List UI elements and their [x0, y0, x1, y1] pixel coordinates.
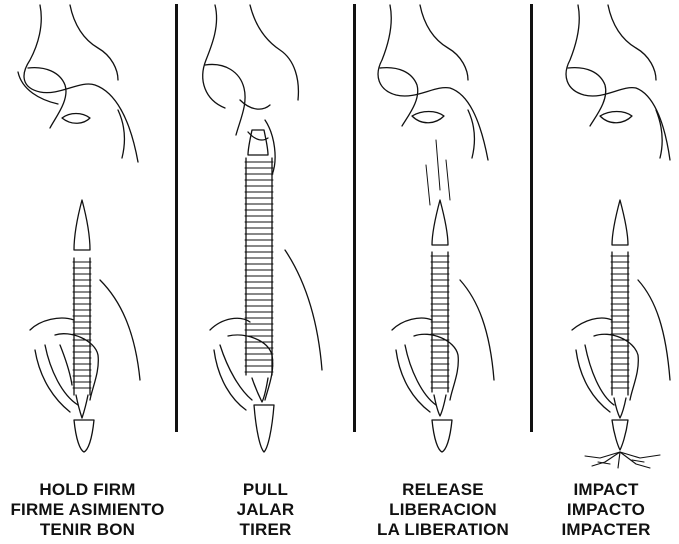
label-line-en: IMPACT — [573, 480, 639, 499]
panel-pull — [202, 4, 323, 453]
step-label-release: RELEASE LIBERACION LA LIBERATION — [356, 480, 530, 540]
panel-release — [377, 4, 495, 453]
upper-hand-drawing — [565, 4, 671, 161]
upper-hand-drawing — [17, 4, 139, 163]
panel-hold-firm — [17, 4, 141, 453]
lower-hand-drawing — [29, 279, 141, 413]
label-line-en: PULL — [242, 480, 289, 499]
label-line-fr: LA LIBERATION — [377, 520, 509, 539]
step-label-impact: IMPACT IMPACTO IMPACTER — [533, 480, 679, 540]
impact-crack — [584, 451, 661, 469]
motion-lines — [425, 139, 451, 206]
coil-pattern — [244, 161, 274, 373]
panel-impact — [565, 4, 671, 469]
label-line-en: RELEASE — [402, 480, 484, 499]
upper-hand-drawing — [377, 4, 489, 161]
panel-divider — [530, 4, 533, 432]
coil-pattern — [72, 261, 92, 389]
label-line-en: HOLD FIRM — [39, 480, 136, 499]
label-line-fr: TIRER — [239, 520, 292, 539]
tool-drawing — [72, 199, 95, 453]
step-label-pull: PULL JALAR TIRER — [178, 480, 353, 540]
label-line-fr: TENIR BON — [39, 520, 136, 539]
panel-divider — [175, 4, 178, 432]
tool-drawing — [430, 199, 453, 453]
lower-hand-drawing — [209, 249, 323, 411]
lower-hand-drawing — [391, 279, 495, 413]
tool-drawing — [610, 199, 630, 451]
coil-pattern — [610, 255, 630, 389]
lower-hand-drawing — [571, 279, 671, 413]
step-label-hold-firm: HOLD FIRM FIRME ASIMIENTO TENIR BON — [0, 480, 175, 540]
label-line-es: LIBERACION — [389, 500, 497, 519]
label-line-fr: IMPACTER — [561, 520, 651, 539]
label-line-es: IMPACTO — [566, 500, 646, 519]
label-line-es: FIRME ASIMIENTO — [10, 500, 165, 519]
panel-divider — [353, 4, 356, 432]
coil-pattern — [430, 255, 450, 389]
tool-drawing — [244, 129, 275, 453]
upper-hand-drawing — [202, 4, 300, 176]
label-line-es: JALAR — [236, 500, 295, 519]
